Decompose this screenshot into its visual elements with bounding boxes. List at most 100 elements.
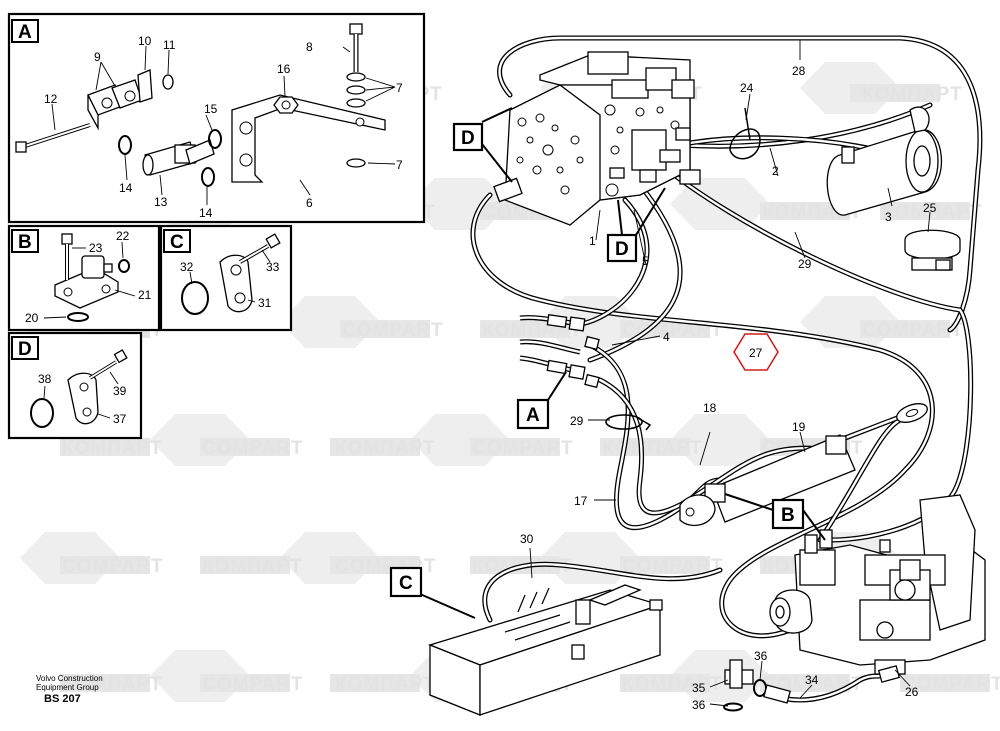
hose-28 xyxy=(497,35,983,333)
svg-text:КОМПАРТ: КОМПАРТ xyxy=(622,674,723,695)
caption-code: BS 207 xyxy=(44,693,81,705)
part-num-27: 27 xyxy=(749,346,763,360)
o-ring-14b xyxy=(201,167,215,187)
tube-13 xyxy=(142,139,215,176)
part-num-14b: 14 xyxy=(199,206,213,220)
svg-text:КОМПАРТ: КОМПАРТ xyxy=(602,438,703,459)
hose-5 xyxy=(572,197,650,328)
svg-text:COMPART: COMPART xyxy=(622,556,724,577)
svg-text:D: D xyxy=(615,239,629,260)
detail-panel-a: A xyxy=(7,12,426,224)
o-ring-20 xyxy=(67,312,89,322)
svg-text:КОМПАРТ: КОМПАРТ xyxy=(862,84,963,105)
main-part-numbers: 1 2 3 4 5 17 18 19 24 25 26 28 29 29 30 … xyxy=(520,64,937,712)
hose-30 xyxy=(482,561,723,623)
washer-11 xyxy=(162,74,174,90)
part-num-28: 28 xyxy=(792,64,806,78)
svg-text:КОМПАРТ: КОМПАРТ xyxy=(335,674,436,695)
bolt-39 xyxy=(89,349,128,380)
part-num-29a: 29 xyxy=(570,414,584,428)
pump-frame-assembly xyxy=(769,494,986,675)
o-ring-38 xyxy=(30,398,54,428)
detail-panel-b: B 23 22 21 20 xyxy=(7,224,161,332)
flange-half-31 xyxy=(219,254,253,313)
svg-text:КОМПАРТ: КОМПАРТ xyxy=(335,438,436,459)
part-num-6: 6 xyxy=(306,196,313,210)
part-num-7b: 7 xyxy=(396,158,403,172)
callout-d-lower: D xyxy=(606,187,666,263)
accumulator-cylinder xyxy=(826,106,943,216)
bolt-33 xyxy=(239,233,281,264)
svg-text:COMPART: COMPART xyxy=(62,556,164,577)
panel-c-label: C xyxy=(170,232,184,253)
caption-line-2: Equipment Group xyxy=(36,683,99,692)
part-num-24: 24 xyxy=(740,81,754,95)
panel-b-leaders xyxy=(43,241,136,319)
part-num-26: 26 xyxy=(905,685,919,699)
bolt-23 xyxy=(61,233,73,280)
part-num-4: 4 xyxy=(663,330,670,344)
panel-d-leaders xyxy=(43,371,119,419)
panel-a-label: A xyxy=(18,22,32,43)
part-num-22: 22 xyxy=(116,229,130,243)
part-num-32: 32 xyxy=(180,260,194,274)
clamp-9 xyxy=(87,79,143,131)
part-num-3: 3 xyxy=(885,210,892,224)
svg-text:COMPART: COMPART xyxy=(472,438,574,459)
panel-c-leaders xyxy=(189,249,271,303)
part-num-37: 37 xyxy=(113,412,127,426)
callout-a-main: A xyxy=(516,371,567,430)
plate-10 xyxy=(137,69,153,103)
hose-main-loop xyxy=(470,192,935,639)
tank-box-30 xyxy=(428,584,663,716)
svg-text:A: A xyxy=(526,405,540,426)
part-num-36a: 36 xyxy=(754,649,768,663)
part-num-11: 11 xyxy=(163,38,176,52)
part-num-30: 30 xyxy=(520,532,534,546)
panel-b-label: B xyxy=(18,232,32,253)
detail-panel-d: D 38 37 39 xyxy=(7,331,143,440)
cable-tie-24 xyxy=(729,107,761,160)
diagram-caption: Volvo Construction Equipment Group BS 20… xyxy=(36,674,103,705)
part-num-5: 5 xyxy=(642,254,649,268)
svg-text:КОМПАРТ: КОМПАРТ xyxy=(62,438,163,459)
o-ring-15 xyxy=(208,129,222,149)
part-num-35: 35 xyxy=(692,681,706,695)
part-num-33: 33 xyxy=(266,260,280,274)
svg-text:COMPART: COMPART xyxy=(342,320,444,341)
part-num-21: 21 xyxy=(138,288,152,302)
svg-text:D: D xyxy=(461,128,475,149)
hose-4 xyxy=(587,182,683,363)
part-num-9: 9 xyxy=(94,50,101,64)
control-valve-block xyxy=(493,51,701,226)
svg-text:COMPART: COMPART xyxy=(862,320,964,341)
panel-a-leaders xyxy=(51,45,396,205)
washers-7 xyxy=(346,72,366,168)
part-num-16: 16 xyxy=(277,62,291,76)
hose-clamp-25 xyxy=(904,229,961,271)
part-num-23: 23 xyxy=(89,241,103,255)
sensor-21 xyxy=(54,255,119,309)
o-ring-22 xyxy=(118,259,130,273)
svg-text:COMPART: COMPART xyxy=(622,320,724,341)
cable-tie-29 xyxy=(605,414,652,431)
svg-text:B: B xyxy=(781,505,795,526)
svg-text:COMPART: COMPART xyxy=(902,674,1000,695)
part-num-17: 17 xyxy=(574,494,588,508)
hose-from-pump xyxy=(817,417,903,543)
svg-text:КОМПАРТ: КОМПАРТ xyxy=(202,556,303,577)
o-ring-14a xyxy=(118,135,132,155)
svg-text:COMPART: COMPART xyxy=(202,438,304,459)
svg-text:COMPART: COMPART xyxy=(202,674,304,695)
bracket-6 xyxy=(231,94,386,183)
part-num-20: 20 xyxy=(25,311,39,325)
svg-text:КОМПАРТ: КОМПАРТ xyxy=(62,674,163,695)
part-num-10: 10 xyxy=(138,34,152,48)
hose-29-upper xyxy=(652,157,974,543)
nut-16 xyxy=(273,96,299,114)
part-num-13: 13 xyxy=(154,195,168,209)
part-num-34: 34 xyxy=(805,673,819,687)
bolt-12 xyxy=(15,123,91,153)
part-num-38: 38 xyxy=(38,372,52,386)
part-num-36b: 36 xyxy=(692,698,706,712)
